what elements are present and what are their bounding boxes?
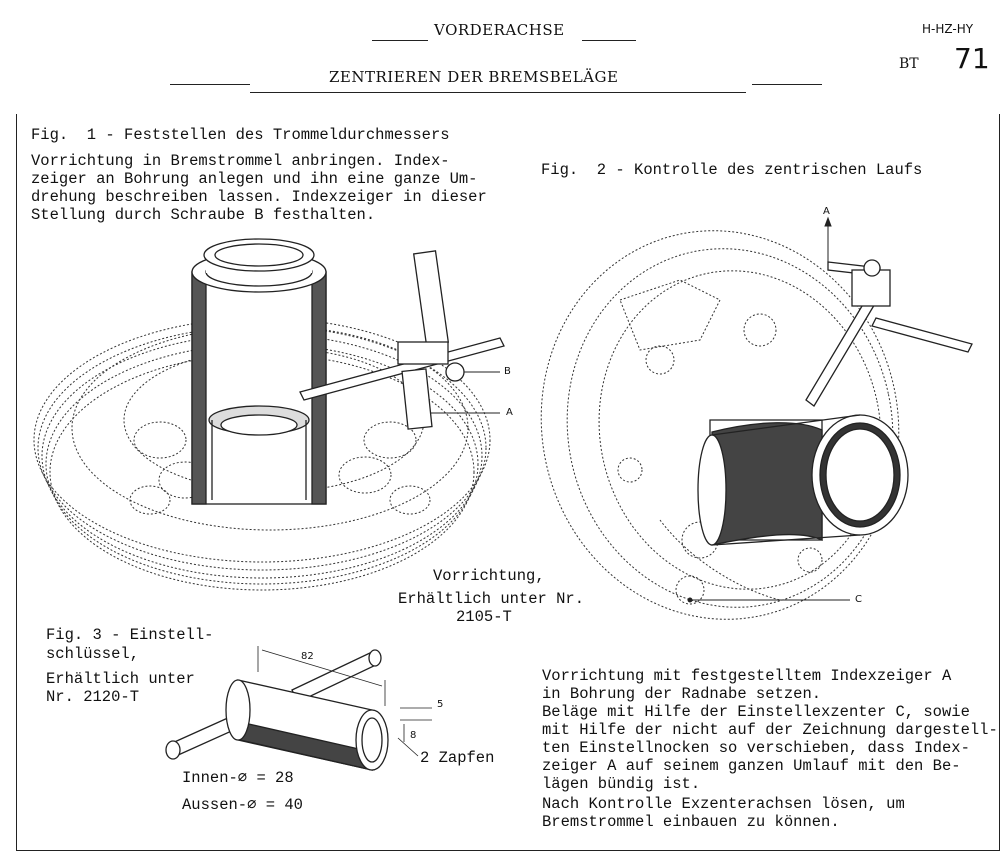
subtitle-rule-long <box>250 92 746 93</box>
fig1-caption: Fig. 1 - Feststellen des Trommeldurchmes… <box>31 126 450 144</box>
fig1-label-a: A <box>506 407 513 418</box>
instruction-line-2: in Bohrung der Radnabe setzen. <box>542 685 822 703</box>
fig1-instruction-1: Vorrichtung in Bremstrommel anbringen. I… <box>31 152 450 170</box>
instruction-line-3: Beläge mit Hilfe der Einstellexzenter C,… <box>542 703 970 721</box>
bt-code: BT <box>899 56 919 72</box>
page-number: 71 <box>954 42 990 75</box>
fig3-dim-8: 8 <box>410 730 417 741</box>
instruction-line-1: Vorrichtung mit festgestelltem Indexzeig… <box>542 667 952 685</box>
instruction-line-4: mit Hilfe der nicht auf der Zeichnung da… <box>542 721 998 739</box>
instruction-line-8: Nach Kontrolle Exzenterachsen lösen, um <box>542 795 905 813</box>
fig3-caption-1: Fig. 3 - Einstell- <box>46 626 214 644</box>
fig3-caption-4: Nr. 2120-T <box>46 688 140 706</box>
fig1-label-b: B <box>504 366 511 377</box>
fig3-inner-diameter: Innen-∅ = 28 <box>182 769 294 787</box>
instruction-line-5: ten Einstellnocken so verschieben, dass … <box>542 739 970 757</box>
tool-line-3: 2105-T <box>456 608 512 626</box>
instruction-line-6: zeiger A auf seinem ganzen Umlauf mit de… <box>542 757 961 775</box>
instruction-line-7: lägen bündig ist. <box>542 775 701 793</box>
title-rule-left <box>372 40 428 41</box>
fig3-dim-82: 82 <box>301 651 314 662</box>
fig3-zapfen: 2 Zapfen <box>420 749 495 767</box>
section-title: VORDERACHSE <box>434 21 565 39</box>
fig1-instruction-3: drehung beschreiben lassen. Indexzeiger … <box>31 188 487 206</box>
title-rule-right <box>582 40 636 41</box>
tool-line-2: Erhältlich unter Nr. <box>398 590 585 608</box>
fig2-label-c: C <box>855 594 862 605</box>
fig3-caption-2: schlüssel, <box>46 645 140 663</box>
page-title: ZENTRIEREN DER BREMSBELÄGE <box>329 68 619 86</box>
fig2-label-a: A <box>823 206 830 217</box>
page-border <box>16 114 1000 851</box>
fig1-instruction-4: Stellung durch Schraube B festhalten. <box>31 206 376 224</box>
subtitle-rule-right <box>752 84 822 85</box>
fig3-outer-diameter: Aussen-∅ = 40 <box>182 796 303 814</box>
model-codes: H-HZ-HY <box>922 22 974 36</box>
fig3-caption-3: Erhältlich unter <box>46 670 195 688</box>
fig2-caption: Fig. 2 - Kontrolle des zentrischen Laufs <box>541 161 923 179</box>
subtitle-rule-left <box>170 84 250 85</box>
fig1-instruction-2: zeiger an Bohrung anlegen und ihn eine g… <box>31 170 478 188</box>
instruction-line-9: Bremstrommel einbauen zu können. <box>542 813 840 831</box>
fig3-dim-5: 5 <box>437 699 444 710</box>
tool-line-1: Vorrichtung, <box>433 567 545 585</box>
